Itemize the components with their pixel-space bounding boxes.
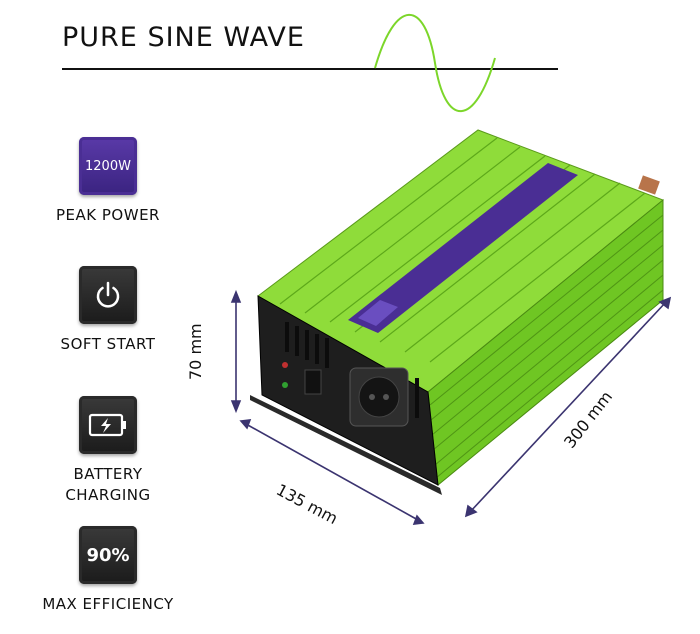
feature-label: BATTERY CHARGING [8,464,208,506]
feature-max-efficiency: 90% MAX EFFICIENCY [8,526,208,615]
page-title: PURE SINE WAVE [62,22,305,53]
inverter-image [250,129,664,495]
sine-wave-icon [374,14,496,112]
feature-label: PEAK POWER [56,206,160,224]
feature-peak-power: 1200W PEAK POWER [8,137,208,226]
1200w-badge: 1200W [79,137,137,195]
dimension-height: 70 mm [186,323,205,380]
label-line: CHARGING [65,486,151,504]
feature-soft-start: SOFT START [8,266,208,355]
feature-label: SOFT START [60,335,156,353]
badge-text: 90% [86,544,130,566]
title-underline [62,68,558,70]
feature-battery-charging: BATTERY CHARGING [8,396,208,506]
label-line: BATTERY [73,465,143,483]
feature-label: MAX EFFICIENCY [42,595,174,613]
battery-charging-icon [79,396,137,454]
power-icon [79,266,137,324]
badge-text: 1200W [85,158,131,174]
90-percent-badge: 90% [79,526,137,584]
